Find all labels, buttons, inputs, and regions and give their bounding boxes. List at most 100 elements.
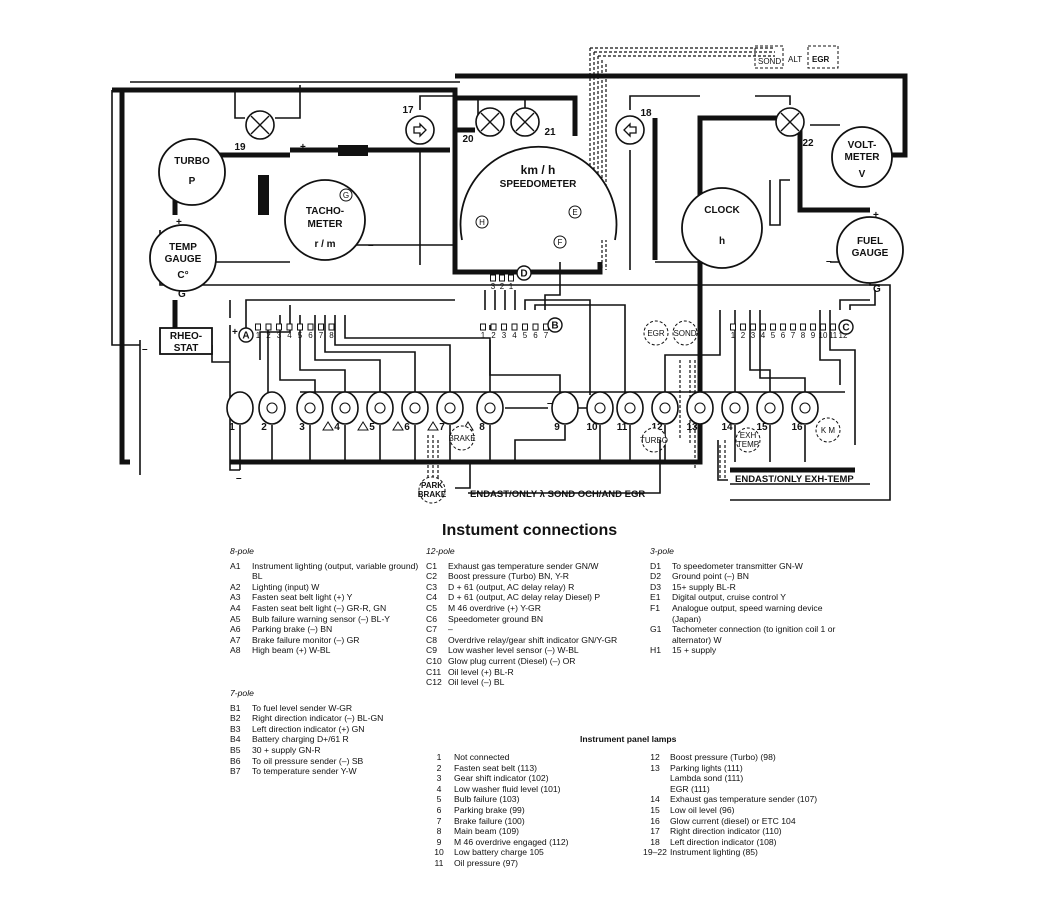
indicator-lamp: 7	[436, 391, 474, 433]
alt-label: ALT	[788, 55, 802, 64]
legend-key: 8	[436, 826, 442, 837]
legend-value: Bulb failure (103)	[454, 794, 520, 805]
legend-lamps-heading: Instrument panel lamps	[580, 734, 677, 744]
turbo-gauge-label: TURBO	[174, 156, 210, 167]
legend-key: A4	[230, 602, 241, 613]
speedometer-unit: km / h	[521, 163, 556, 177]
legend-key: D3	[650, 581, 661, 592]
sond-label: SOND	[758, 57, 781, 66]
rheostat-label-b: STAT	[174, 343, 199, 354]
indicator-lamp: 5	[366, 391, 404, 433]
indicator-lamp: 1	[226, 391, 254, 433]
indicator-lamp-number: 1	[229, 422, 235, 433]
legend-key: 9	[436, 836, 442, 847]
legend-7pole-heading: 7-pole	[230, 688, 254, 698]
resistor-top	[338, 145, 368, 156]
svg-text:+: +	[176, 217, 182, 228]
legend-value: Not connected	[454, 752, 510, 762]
legend-key: C8	[426, 634, 437, 645]
top-lamp-number: 18	[640, 108, 652, 119]
legend-value: Exhaust gas temperature sender (107)	[670, 794, 818, 805]
legend-key: G1	[650, 624, 662, 635]
indicator-lamp-number: 5	[369, 422, 375, 433]
turbo-gauge: TURBO P	[158, 138, 226, 206]
top-lamp: 20	[462, 107, 505, 145]
legend-key: 12	[650, 752, 660, 762]
legend-key: E1	[650, 592, 661, 603]
conn-b-pin: 2	[491, 331, 496, 340]
conn-c-pin: 11	[829, 331, 838, 340]
conn-b-pin: 7	[544, 331, 549, 340]
indicator-lamp-number: 3	[299, 422, 305, 433]
legend-row: Lambda sond (111)	[640, 773, 860, 784]
legend-value: Lambda sond (111)	[670, 773, 744, 784]
conn-c-pin: 10	[819, 331, 828, 340]
legend-key: 17	[650, 826, 660, 837]
thin-wires	[111, 81, 891, 501]
temp-gauge-unit: C°	[177, 270, 188, 281]
legend-value: Gear shift indicator (102)	[454, 773, 549, 784]
fuel-gauge-label-b: GAUGE	[852, 248, 889, 259]
conn-b-pin: 4	[512, 331, 517, 340]
legend-value: Right direction indicator (110)	[670, 826, 782, 837]
conn-c-pin: 2	[741, 331, 746, 340]
svg-text:–: –	[236, 473, 242, 484]
conn-a-pin: 2	[266, 331, 271, 340]
top-lamp: 22	[775, 107, 814, 149]
conn-c-pin: 5	[771, 331, 776, 340]
indicator-lamp-number: 8	[479, 422, 485, 433]
legend-value: Digital output, cruise control Y	[672, 592, 787, 603]
top-lamp: 21	[510, 107, 556, 138]
park-brake-tag-a: PARK	[421, 481, 443, 490]
legend-key: 18	[650, 836, 660, 847]
top-lamp-number: 19	[234, 142, 246, 153]
legend-key: B3	[230, 723, 241, 734]
fuel-gauge-label-a: FUEL	[857, 236, 883, 247]
voltmeter-unit: V	[859, 169, 866, 180]
indicator-lamp-number: 10	[586, 422, 598, 433]
endast-egr-note: ENDAST/ONLY λ SOND OCH/AND EGR	[470, 489, 645, 500]
legend-row: 17 Right direction indicator (110)	[640, 826, 860, 837]
legend-value: 15+ supply BL-R	[672, 581, 736, 592]
legend-key: 14	[650, 794, 660, 805]
speedo-f-mark: F	[558, 238, 563, 247]
legend-value: Lighting (input) W	[252, 581, 320, 592]
legend-key: B5	[230, 744, 241, 755]
sond-alt-egr-block: SOND ALT EGR	[754, 45, 839, 69]
turbo-tag: TURBO	[640, 436, 668, 445]
legend-value: Oil level (+) BL-R	[448, 666, 514, 677]
legend-key: B6	[230, 755, 241, 766]
clock-unit: h	[719, 236, 725, 247]
legend-row: E1 Digital output, cruise control Y	[650, 592, 850, 603]
legend-key: C6	[426, 613, 437, 624]
top-lamp: 19	[234, 110, 275, 153]
legend-key: A7	[230, 634, 241, 645]
legend-key: C7	[426, 624, 437, 635]
legend-key: 7	[436, 815, 442, 826]
legend-key: C4	[426, 592, 437, 603]
legend-key: B4	[230, 734, 241, 745]
indicator-lamp: 12	[651, 391, 679, 433]
conn-b-pin: 3	[502, 331, 507, 340]
legend-value: Fasten seat belt (113)	[454, 762, 537, 773]
indicator-lamp: 6	[401, 391, 439, 433]
legend-value: Bulb failure warning sensor (–) BL-Y	[252, 613, 391, 624]
indicator-lamp: 9	[551, 391, 579, 433]
legend-value: Right direction indicator (–) BL-GN	[252, 713, 384, 724]
legend-row: C7–	[426, 624, 626, 635]
speedo-e-mark: E	[572, 208, 577, 217]
conn-c-pin: 1	[731, 331, 736, 340]
conn-b-pin: 6	[533, 331, 538, 340]
legend-key: F1	[650, 602, 661, 613]
conn-b-pin: 1	[481, 331, 486, 340]
